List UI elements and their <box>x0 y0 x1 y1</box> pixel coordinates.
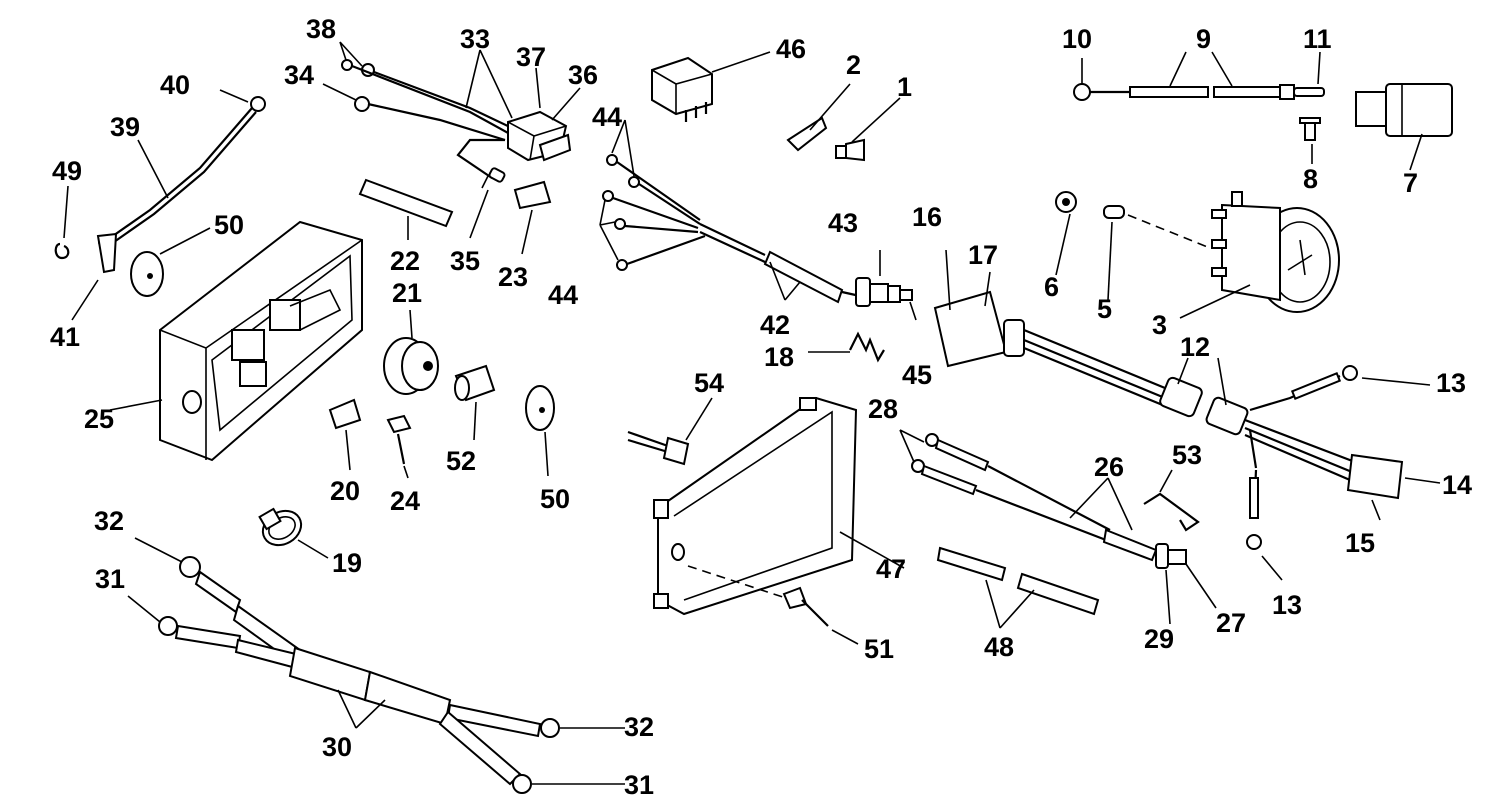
callout-29: 29 <box>1144 624 1174 654</box>
callout-24: 24 <box>390 486 420 516</box>
callout-18: 18 <box>764 342 794 372</box>
callout-28: 28 <box>868 394 898 424</box>
wire-leads-harness <box>599 119 917 321</box>
callout-46: 46 <box>776 34 806 64</box>
sender-lead-assembly <box>1073 51 1325 101</box>
callout-21: 21 <box>392 278 422 308</box>
spade-terminal <box>469 189 489 239</box>
callout-50b: 50 <box>540 484 570 514</box>
callout-49: 49 <box>52 156 82 186</box>
callout-51: 51 <box>864 634 894 664</box>
bolt <box>627 397 713 466</box>
callout-50a: 50 <box>214 210 244 240</box>
cover-screw <box>782 586 859 645</box>
callout-34: 34 <box>284 60 314 90</box>
callout-45: 45 <box>902 360 932 390</box>
rubber-washer-lower <box>525 385 555 477</box>
callout-3: 3 <box>1152 310 1167 340</box>
callout-25: 25 <box>84 404 114 434</box>
callout-31b: 31 <box>624 770 654 800</box>
callout-15: 15 <box>1345 528 1375 558</box>
wire-clip <box>808 331 885 363</box>
hose-clamp <box>258 507 329 559</box>
callout-2: 2 <box>846 50 861 80</box>
bulb <box>1103 205 1211 301</box>
callout-44b: 44 <box>548 280 578 310</box>
callout-30: 30 <box>322 732 352 762</box>
callout-9: 9 <box>1196 24 1211 54</box>
main-harness <box>933 249 1441 581</box>
callout-33: 33 <box>460 24 490 54</box>
callout-27: 27 <box>1216 608 1246 638</box>
callout-35: 35 <box>450 246 480 276</box>
bulb-socket <box>1055 191 1077 276</box>
callout-20: 20 <box>330 476 360 506</box>
sender-leads <box>899 429 1217 625</box>
mounting-bracket <box>786 83 851 152</box>
callout-14: 14 <box>1442 470 1472 500</box>
grommet <box>383 309 439 395</box>
callout-1: 1 <box>897 72 912 102</box>
ground-terminal <box>71 279 99 321</box>
callout-48: 48 <box>984 632 1014 662</box>
callout-44a: 44 <box>592 102 622 132</box>
callout-10: 10 <box>1062 24 1092 54</box>
callout-6: 6 <box>1044 272 1059 302</box>
rubber-washer-upper <box>130 227 211 297</box>
callout-36: 36 <box>568 60 598 90</box>
callout-52: 52 <box>446 446 476 476</box>
sleeve <box>358 178 454 240</box>
callout-41: 41 <box>50 322 80 352</box>
callout-37: 37 <box>516 42 546 72</box>
screw <box>835 97 901 162</box>
callout-31a: 31 <box>95 564 125 594</box>
battery-cables <box>127 537 625 794</box>
heat-shrink-sleeves <box>936 546 1100 629</box>
callout-19: 19 <box>332 548 362 578</box>
connector-housing <box>1355 83 1453 171</box>
callout-32b: 32 <box>624 712 654 742</box>
relay <box>651 51 771 122</box>
callout-7: 7 <box>1403 168 1418 198</box>
callout-40: 40 <box>160 70 190 100</box>
callout-22: 22 <box>390 246 420 276</box>
callout-26: 26 <box>1094 452 1124 482</box>
callout-53: 53 <box>1172 440 1202 470</box>
callout-13a: 13 <box>1436 368 1466 398</box>
callout-54: 54 <box>694 368 724 398</box>
callout-42: 42 <box>760 310 790 340</box>
sender-clip <box>1143 469 1200 532</box>
callout-39: 39 <box>110 112 140 142</box>
callout-38: 38 <box>306 14 336 44</box>
callout-23: 23 <box>498 262 528 292</box>
callout-12: 12 <box>1180 332 1210 362</box>
callout-5: 5 <box>1097 294 1112 324</box>
module-cover <box>653 396 905 616</box>
tapping-screw <box>386 414 412 479</box>
callout-13b: 13 <box>1272 590 1302 620</box>
callout-8: 8 <box>1303 164 1318 194</box>
callout-47: 47 <box>876 554 906 584</box>
module-box <box>109 220 363 462</box>
callout-32a: 32 <box>94 506 124 536</box>
trim-gauge <box>1179 191 1340 319</box>
lock-washer <box>54 185 70 260</box>
callout-43: 43 <box>828 208 858 238</box>
callout-11: 11 <box>1303 24 1332 54</box>
small-clip <box>328 398 362 471</box>
retaining-pin <box>1299 117 1321 164</box>
spacer <box>454 364 496 441</box>
callout-16: 16 <box>912 202 942 232</box>
ground-wire <box>96 89 266 274</box>
relay-sub-harness <box>322 41 581 189</box>
callout-17: 17 <box>968 240 998 270</box>
wire-boot <box>513 180 552 255</box>
